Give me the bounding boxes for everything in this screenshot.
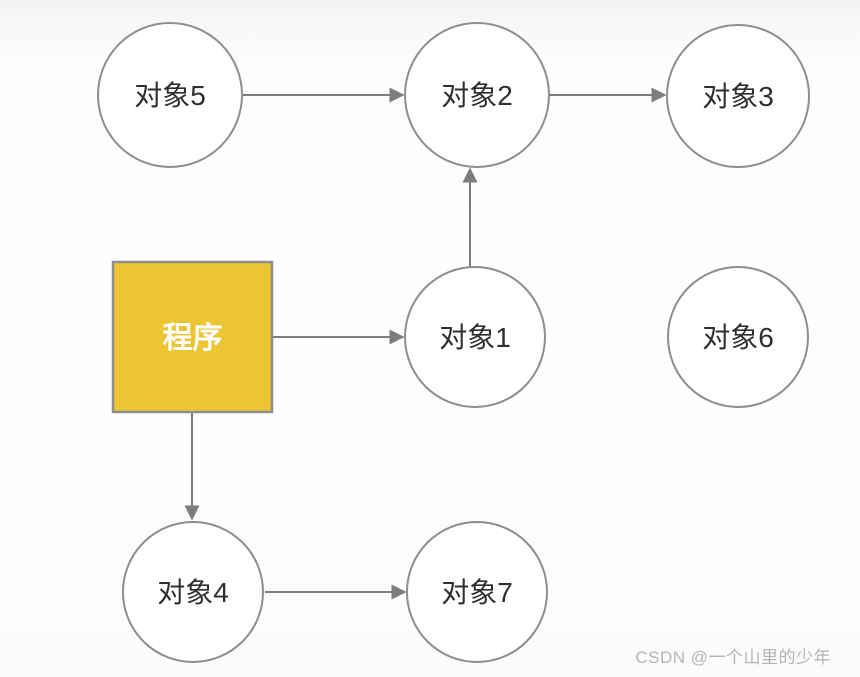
node-obj7-shape [406, 521, 548, 663]
node-obj4: 对象4 [122, 521, 264, 663]
node-obj3: 对象3 [666, 24, 810, 168]
node-obj2: 对象2 [404, 22, 550, 168]
nodes-layer: 对象5 对象2 对象3 程序 对象1 对象6 对象4 对象7 [97, 22, 810, 663]
node-program: 程序 [111, 260, 274, 414]
node-obj2-shape [404, 22, 550, 168]
node-obj6-shape [667, 266, 809, 408]
node-obj4-label: 对象4 [157, 577, 229, 608]
node-obj7: 对象7 [406, 521, 548, 663]
node-obj1-shape [404, 266, 546, 408]
node-obj5-shape [97, 22, 243, 168]
node-obj7-label: 对象7 [441, 577, 513, 608]
node-obj3-shape [666, 24, 810, 168]
node-obj5: 对象5 [97, 22, 243, 168]
node-obj1: 对象1 [404, 266, 546, 408]
csdn-watermark: CSDN @一个山里的少年 [635, 648, 831, 667]
edges-layer [184, 87, 667, 600]
node-obj6-label: 对象6 [702, 322, 774, 353]
node-program-label: 程序 [163, 321, 223, 355]
node-obj2-label: 对象2 [441, 80, 513, 111]
node-obj5-label: 对象5 [134, 80, 206, 111]
node-obj1-label: 对象1 [439, 322, 511, 353]
node-obj3-label: 对象3 [702, 81, 774, 112]
node-program-shape [111, 260, 274, 414]
node-obj6: 对象6 [667, 266, 809, 408]
node-obj4-shape [122, 521, 264, 663]
